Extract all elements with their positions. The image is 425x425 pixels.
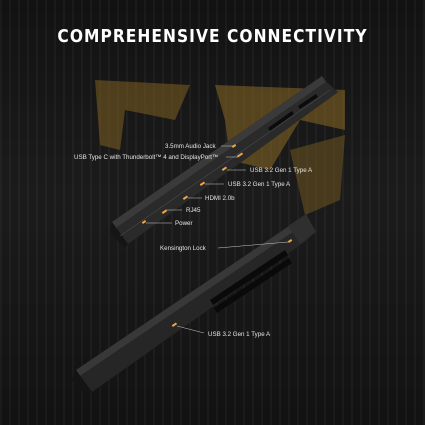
label-usb-a-2: USB 3.2 Gen 1 Type A [228, 181, 291, 188]
vent-grille [210, 250, 292, 313]
upper-ports [141, 144, 244, 224]
callout-lines [146, 145, 289, 334]
label-usb-c: USB Type C with Thunderbolt™ 4 and Displ… [74, 154, 218, 161]
label-hdmi: HDMI 2.0b [205, 195, 235, 202]
label-usb-a-left: USB 3.2 Gen 1 Type A [208, 331, 271, 338]
lower-ports [171, 239, 293, 327]
laptop-lower [72, 214, 316, 396]
laptop-upper [110, 76, 338, 248]
label-power: Power [175, 220, 193, 227]
label-usb-a-1: USB 3.2 Gen 1 Type A [250, 167, 313, 174]
label-kensington: Kensington Lock [160, 245, 207, 252]
page-title: COMPREHENSIVE CONNECTIVITY [57, 26, 368, 47]
label-rj45: RJ45 [186, 207, 201, 214]
label-audio-jack: 3.5mm Audio Jack [165, 143, 216, 150]
